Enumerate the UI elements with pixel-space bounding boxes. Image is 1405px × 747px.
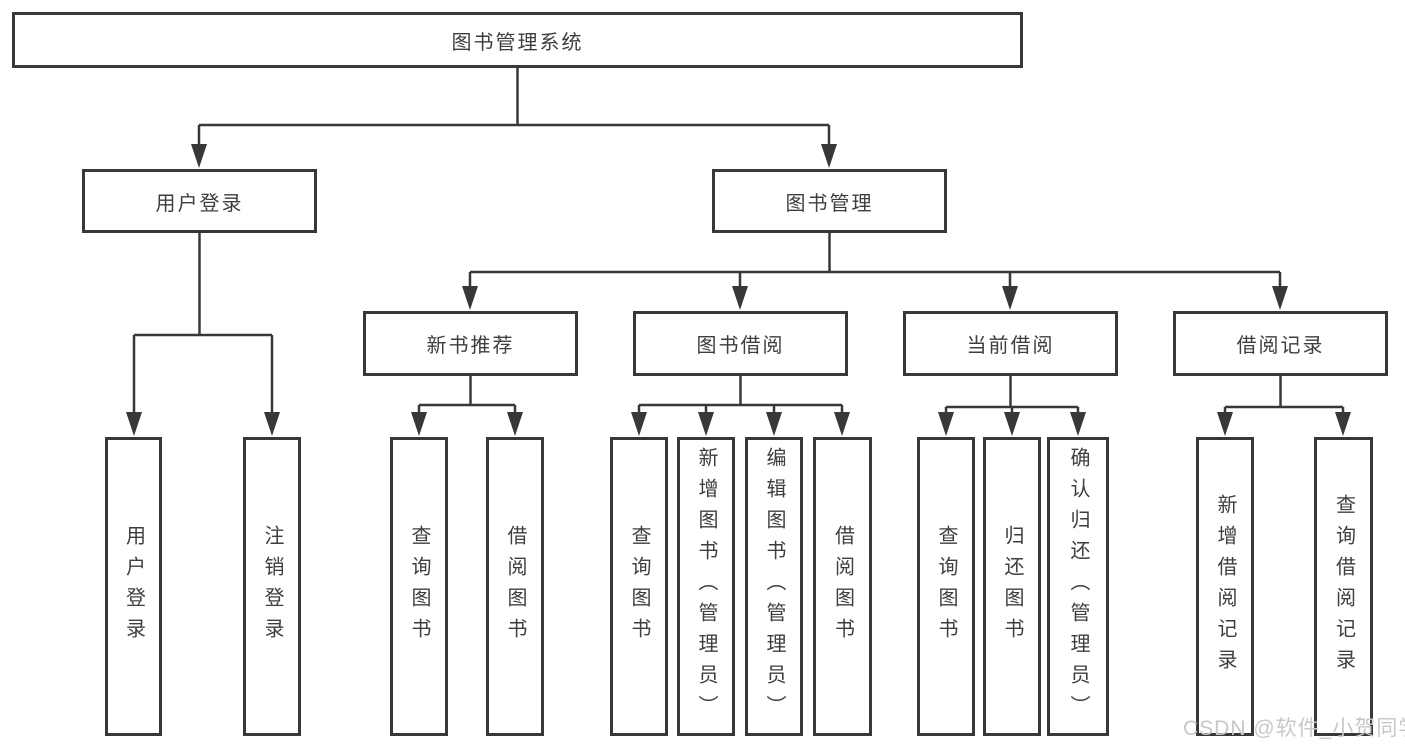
- leaf-return-books: 归还图书: [983, 437, 1041, 736]
- leaf-query-books-current: 查询图书: [917, 437, 975, 736]
- leaf-borrow-books-recommend: 借阅图书: [486, 437, 544, 736]
- leaf-add-books-admin: 新增图书（管理员）: [677, 437, 735, 736]
- connector-arrowheads: [126, 144, 1351, 436]
- node-current-borrowing: 当前借阅: [903, 311, 1118, 376]
- node-book-borrowing: 图书借阅: [633, 311, 848, 376]
- node-borrowing-records: 借阅记录: [1173, 311, 1388, 376]
- leaf-edit-books-admin: 编辑图书（管理员）: [745, 437, 803, 736]
- leaf-query-borrow-record: 查询借阅记录: [1314, 437, 1373, 736]
- node-library-management-system: 图书管理系统: [12, 12, 1023, 68]
- node-user-login: 用户登录: [82, 169, 317, 233]
- node-new-book-recommend: 新书推荐: [363, 311, 578, 376]
- leaf-add-borrow-record: 新增借阅记录: [1196, 437, 1254, 736]
- node-book-management: 图书管理: [712, 169, 947, 233]
- leaf-borrow-books-borrowing: 借阅图书: [813, 437, 872, 736]
- connector-stems: [132, 68, 1345, 414]
- leaf-query-books-borrowing: 查询图书: [610, 437, 668, 736]
- leaf-confirm-return-admin: 确认归还（管理员）: [1047, 437, 1109, 736]
- leaf-user-login: 用户登录: [105, 437, 162, 736]
- leaf-logout: 注销登录: [243, 437, 301, 736]
- csdn-watermark: CSDN @软件_小贺同学: [1183, 717, 1405, 740]
- leaf-query-books-recommend: 查询图书: [390, 437, 448, 736]
